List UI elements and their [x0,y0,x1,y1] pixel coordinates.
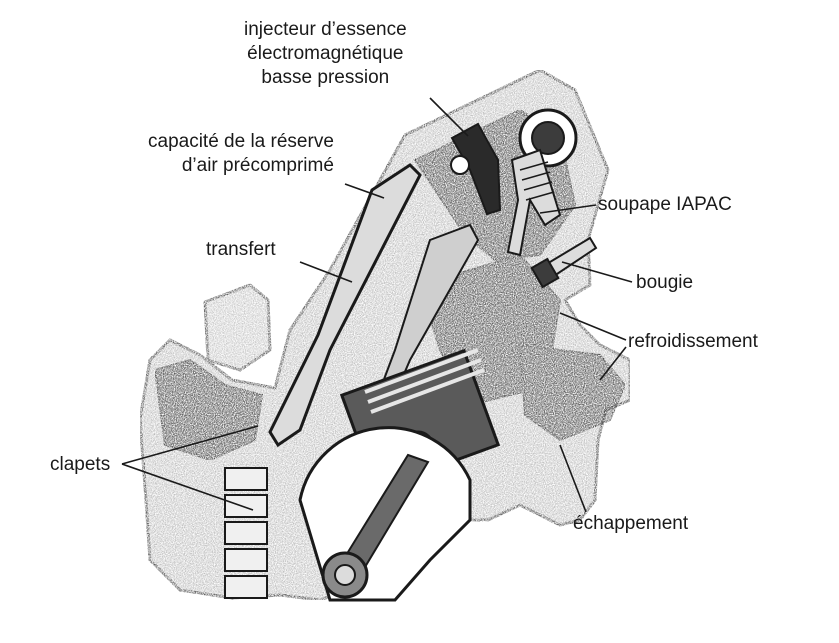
label-iapac-valve: soupape IAPAC [598,194,732,215]
label-reed-valves: clapets [50,454,111,475]
label-air-reserve-line-2: d’air précomprimé [181,155,334,176]
reed-valve-block [224,467,268,599]
leader-injector [429,97,469,137]
fuel-injector [450,122,502,216]
label-injector: injecteur d’essence électromagnétique ba… [244,18,407,90]
leader-reeds-1 [121,425,259,465]
label-injector-line-2: électromagnétique [247,43,404,64]
label-spark-plug: bougie [636,272,694,293]
label-exhaust: échappement [573,513,689,534]
label-air-reserve-line-1: capacité de la réserve [148,131,334,152]
label-injector-line-3: basse pression [261,67,390,88]
leader-reeds-2 [121,463,254,511]
leader-transfer [299,261,353,283]
label-injector-line-1: injecteur d’essence [244,19,407,40]
label-transfer: transfert [206,239,276,260]
leader-exhaust [559,444,587,513]
leader-cooling-1 [559,312,627,341]
leader-spark-plug [561,261,633,283]
crankcase [298,426,472,602]
leader-iapac [539,204,597,214]
leader-lines [121,97,633,513]
leader-air-reserve [344,183,385,199]
spark-plug [530,236,598,289]
iapac-valve [506,148,562,257]
label-cooling: refroidissement [628,331,758,352]
label-air-reserve: capacité de la réserve d’air précomprimé [148,130,334,178]
transfer-duct [268,163,480,448]
leader-cooling-2 [599,346,627,381]
